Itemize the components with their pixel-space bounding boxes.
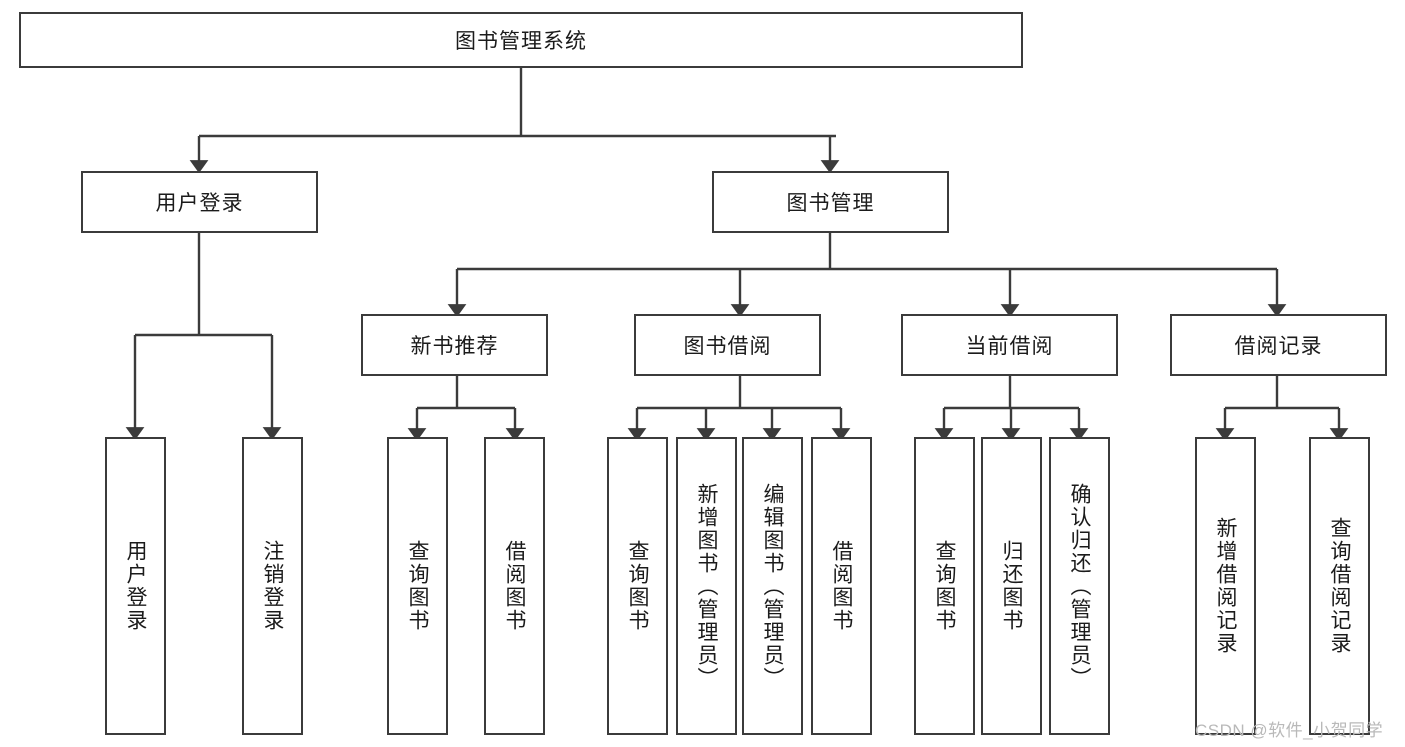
node-label: 确认归还（管理员） (1068, 482, 1091, 690)
node-label: 当前借阅 (965, 335, 1054, 358)
leaf-current-query-book[interactable]: 查询图书 (914, 437, 975, 735)
node-label: 新增图书（管理员） (695, 482, 718, 690)
leaf-borrow-query-book[interactable]: 查询图书 (607, 437, 668, 735)
leaf-borrow-borrow-book[interactable]: 借阅图书 (811, 437, 872, 735)
leaf-user-login-logout[interactable]: 注销登录 (242, 437, 303, 735)
node-borrow-record[interactable]: 借阅记录 (1170, 314, 1387, 376)
leaf-current-return-book[interactable]: 归还图书 (981, 437, 1042, 735)
node-new-book-recommend[interactable]: 新书推荐 (361, 314, 548, 376)
node-label: 图书管理 (786, 192, 875, 215)
node-user-login[interactable]: 用户登录 (81, 171, 318, 233)
leaf-recommend-query-book[interactable]: 查询图书 (387, 437, 448, 735)
node-label: 用户登录 (124, 540, 147, 632)
node-current-borrow[interactable]: 当前借阅 (901, 314, 1118, 376)
node-label: 注销登录 (261, 540, 284, 632)
node-label: 查询借阅记录 (1328, 517, 1351, 655)
leaf-borrow-edit-book-admin[interactable]: 编辑图书（管理员） (742, 437, 803, 735)
node-label: 查询图书 (406, 540, 429, 632)
node-label: 借阅图书 (503, 540, 526, 632)
leaf-user-login-login[interactable]: 用户登录 (105, 437, 166, 735)
leaf-borrow-add-book-admin[interactable]: 新增图书（管理员） (676, 437, 737, 735)
node-label: 新书推荐 (410, 335, 499, 358)
node-label: 编辑图书（管理员） (761, 482, 784, 690)
leaf-recommend-borrow-book[interactable]: 借阅图书 (484, 437, 545, 735)
node-label: 新增借阅记录 (1214, 517, 1237, 655)
leaf-record-query-record[interactable]: 查询借阅记录 (1309, 437, 1370, 735)
node-label: 借阅图书 (830, 540, 853, 632)
node-label: 图书借阅 (683, 335, 772, 358)
node-label: 图书管理系统 (455, 30, 587, 53)
leaf-record-add-record[interactable]: 新增借阅记录 (1195, 437, 1256, 735)
node-label: 查询图书 (933, 540, 956, 632)
watermark-text: CSDN @软件_小贺同学 (1195, 721, 1384, 740)
node-label: 用户登录 (155, 192, 244, 215)
node-label: 查询图书 (626, 540, 649, 632)
node-label: 借阅记录 (1234, 335, 1323, 358)
node-label: 归还图书 (1000, 540, 1023, 632)
node-book-borrow[interactable]: 图书借阅 (634, 314, 821, 376)
node-book-management[interactable]: 图书管理 (712, 171, 949, 233)
leaf-current-confirm-return-admin[interactable]: 确认归还（管理员） (1049, 437, 1110, 735)
node-root-system[interactable]: 图书管理系统 (19, 12, 1023, 68)
